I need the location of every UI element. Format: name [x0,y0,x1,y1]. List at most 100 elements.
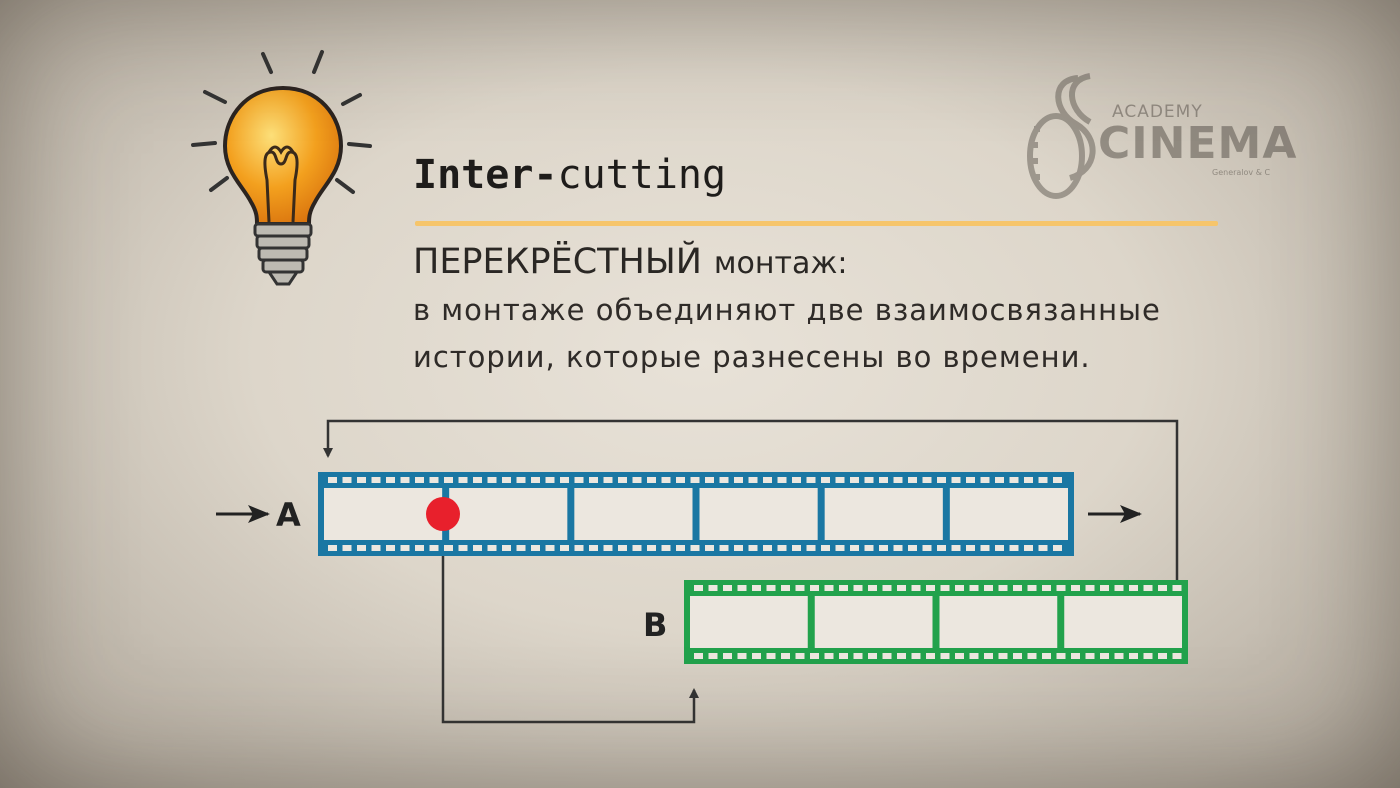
film-frame [449,488,568,540]
sprocket-hole [603,477,613,483]
definition-line-1: в монтаже объединяют две взаимосвязанные [413,293,1161,327]
sprocket-hole [458,477,468,483]
sprocket-hole [821,545,830,551]
sprocket-hole [545,545,555,551]
sprocket-hole [839,653,848,659]
title-bold: Inter- [413,152,558,198]
sprocket-hole [386,545,395,551]
sprocket-hole [752,653,761,659]
film-frame [939,596,1058,648]
sprocket-hole [647,545,656,551]
sprocket-hole [589,477,598,483]
sprocket-hole [719,545,729,551]
sprocket-hole [618,545,627,551]
sprocket-hole [879,545,888,551]
film-frame [1064,596,1182,648]
sprocket-hole [705,545,714,551]
sprocket-hole [777,477,787,483]
sprocket-hole [690,477,700,483]
sprocket-hole [661,545,671,551]
sprocket-hole [545,477,555,483]
sprocket-hole [911,653,921,659]
sprocket-hole [835,477,845,483]
title-underline [415,221,1218,226]
sprocket-hole [998,653,1008,659]
sprocket-hole [1143,585,1153,591]
sprocket-hole [752,585,761,591]
sprocket-hole [1027,653,1037,659]
sprocket-hole [342,545,352,551]
film-frame [699,488,818,540]
sprocket-hole [723,585,732,591]
sprocket-hole [937,477,946,483]
sprocket-hole [781,653,790,659]
sprocket-hole [487,477,497,483]
return-arrow-to-a [323,419,1179,580]
sprocket-hole [1143,653,1153,659]
sprocket-hole [868,585,877,591]
sprocket-hole [371,545,381,551]
lightbulb-icon [191,50,372,286]
sprocket-hole [487,545,497,551]
definition-line-2: истории, которые разнесены во времени. [413,340,1091,374]
sprocket-hole [835,545,845,551]
sprocket-hole [995,477,1004,483]
sprocket-hole [734,477,743,483]
slide-title: Inter-cutting [413,152,726,198]
sprocket-hole [1009,477,1019,483]
sprocket-hole [473,545,482,551]
sprocket-hole [766,653,776,659]
film-frame [814,596,933,648]
sprocket-hole [748,545,758,551]
sprocket-hole [951,545,961,551]
sprocket-hole [1158,585,1167,591]
sprocket-hole [777,545,787,551]
sprocket-hole [415,477,424,483]
sprocket-hole [911,585,921,591]
sprocket-hole [795,653,805,659]
sprocket-hole [676,545,685,551]
sprocket-hole [1085,585,1095,591]
sprocket-hole [922,545,932,551]
sprocket-hole [458,545,468,551]
sprocket-hole [1027,585,1037,591]
film-reel-icon [1027,73,1096,199]
sprocket-hole [531,545,540,551]
sprocket-hole [400,477,410,483]
film-frame [324,488,443,540]
sprocket-hole [560,477,569,483]
sprocket-hole [908,545,917,551]
sprocket-hole [516,477,526,483]
film-frame [574,488,693,540]
sprocket-hole [400,545,410,551]
sprocket-hole [853,585,863,591]
sprocket-hole [694,653,703,659]
sprocket-hole [998,585,1008,591]
cut-arrow-to-b [441,556,699,724]
sprocket-hole [589,545,598,551]
sprocket-hole [328,477,337,483]
sprocket-hole [966,477,975,483]
sprocket-hole [951,477,961,483]
sprocket-hole [708,585,718,591]
sprocket-hole [473,477,482,483]
sprocket-hole [1024,545,1033,551]
sprocket-hole [893,545,903,551]
sprocket-hole [531,477,540,483]
sprocket-hole [1172,653,1182,659]
sprocket-hole [737,585,747,591]
sprocket-hole [723,653,732,659]
sprocket-hole [1056,653,1066,659]
sprocket-hole [694,585,703,591]
sprocket-hole [966,545,975,551]
film-frame [949,488,1068,540]
sprocket-hole [560,545,569,551]
sprocket-hole [937,545,946,551]
sprocket-hole [1114,585,1124,591]
sprocket-hole [1013,585,1022,591]
sprocket-hole [792,545,801,551]
sprocket-hole [1100,585,1109,591]
sprocket-hole [868,653,877,659]
